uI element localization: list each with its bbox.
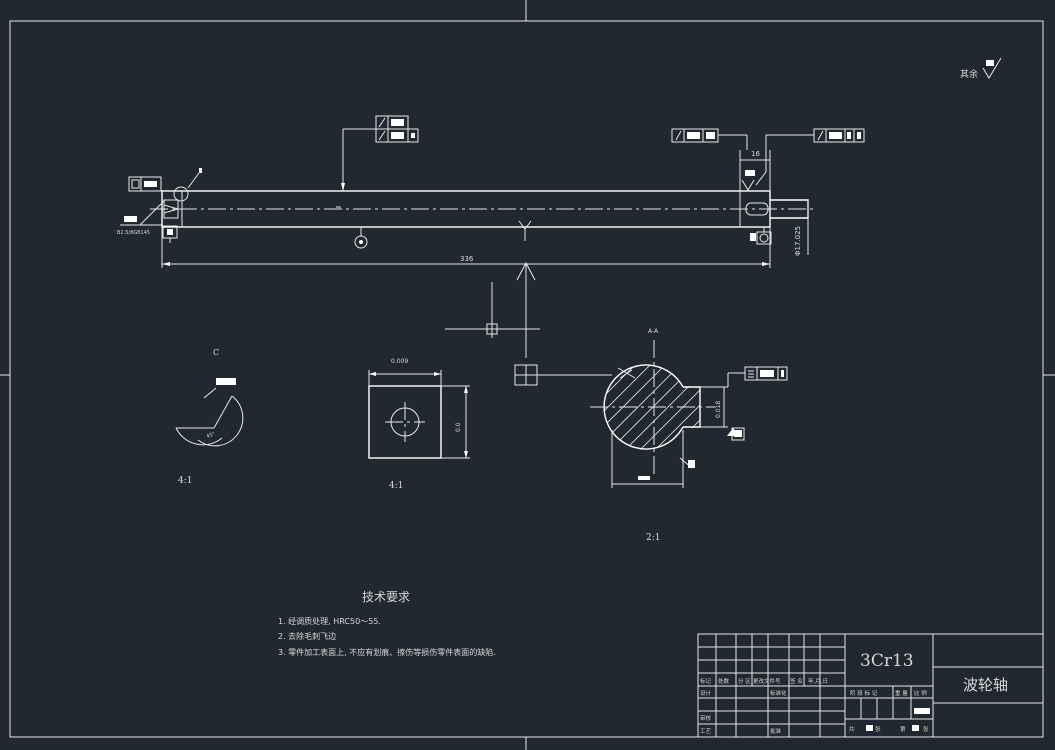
dim-end-length: 16 bbox=[751, 150, 760, 158]
rev-header-3: 更改文件号 bbox=[753, 677, 781, 685]
section-a-a: A-A 0.018 2:1 bbox=[590, 328, 788, 543]
sheet-total-unit: 张 bbox=[875, 725, 881, 733]
scale-detail-square: 4:1 bbox=[389, 481, 403, 491]
title-block: 3Cr13 波轮轴 标记 处数 分 区 更改文件号 签 名 年,月,日 设计 标… bbox=[697, 633, 1044, 738]
row-label-process: 工艺 bbox=[700, 728, 712, 735]
section-plane-marks bbox=[445, 261, 612, 386]
material-text: 3Cr13 bbox=[860, 651, 914, 671]
sheet-no-label: 第 bbox=[900, 725, 906, 733]
sheet-total-label: 共 bbox=[849, 725, 855, 733]
tolerance-frame-mid bbox=[336, 115, 419, 208]
row-label-approve: 批准 bbox=[770, 727, 782, 735]
view-c-label: C bbox=[213, 348, 219, 357]
dim-end-diameter: Φ17.025 bbox=[794, 226, 802, 256]
detail-view-square: 0.009 0.0 4:1 bbox=[368, 358, 470, 491]
rev-header-4: 签 名 bbox=[790, 677, 803, 685]
sheet-no-unit: 张 bbox=[923, 725, 929, 733]
row-label-design: 设计 bbox=[700, 689, 712, 697]
scale-header: 比 例 bbox=[914, 689, 927, 697]
rev-header-2: 分 区 bbox=[738, 677, 751, 685]
tolerance-frame-right-2 bbox=[755, 128, 865, 186]
section-label: A-A bbox=[648, 328, 659, 335]
row-label-review: 审核 bbox=[700, 714, 712, 722]
detail-view-c: C 45° 4:1 bbox=[175, 348, 244, 486]
scale-detail-c: 4:1 bbox=[178, 476, 192, 486]
shaft-main-view: 336 16 Φ17.025 B2.5/8GB145 bbox=[117, 150, 815, 268]
weight-header: 重 量 bbox=[895, 689, 908, 697]
tech-req-item-3: 3. 零件加工表面上, 不应有划痕、擦伤等损伤零件表面的缺陷. bbox=[278, 647, 496, 657]
dim-keyway-width: 0.018 bbox=[715, 401, 722, 418]
tech-req-item-2: 2. 去除毛刺飞边 bbox=[278, 631, 336, 641]
tech-req-item-1: 1. 经调质处理, HRC50～55. bbox=[278, 616, 381, 626]
scale-section: 2:1 bbox=[646, 533, 660, 543]
svg-text:45°: 45° bbox=[206, 431, 217, 440]
dim-square-height: 0.0 bbox=[455, 422, 462, 432]
rev-header-5: 年,月,日 bbox=[808, 677, 828, 685]
center-hole-label: B2.5/8GB145 bbox=[117, 230, 150, 236]
stage-header: 阶 段 标 记 bbox=[850, 689, 878, 697]
tech-requirements: 技术要求 1. 经调质处理, HRC50～55. 2. 去除毛刺飞边 3. 零件… bbox=[278, 590, 496, 657]
dim-square-width: 0.009 bbox=[391, 358, 408, 365]
surface-finish-note: 其余 bbox=[960, 57, 1002, 80]
tolerance-frame-right-1 bbox=[671, 128, 748, 150]
rev-header-1: 处数 bbox=[718, 677, 730, 685]
part-name-text: 波轮轴 bbox=[963, 676, 1008, 694]
rev-header-0: 标记 bbox=[700, 677, 712, 685]
surface-note-text: 其余 bbox=[960, 68, 978, 80]
dim-total-length: 336 bbox=[460, 255, 474, 263]
tech-req-title: 技术要求 bbox=[362, 590, 410, 604]
row-label-standard: 标准化 bbox=[770, 689, 787, 697]
